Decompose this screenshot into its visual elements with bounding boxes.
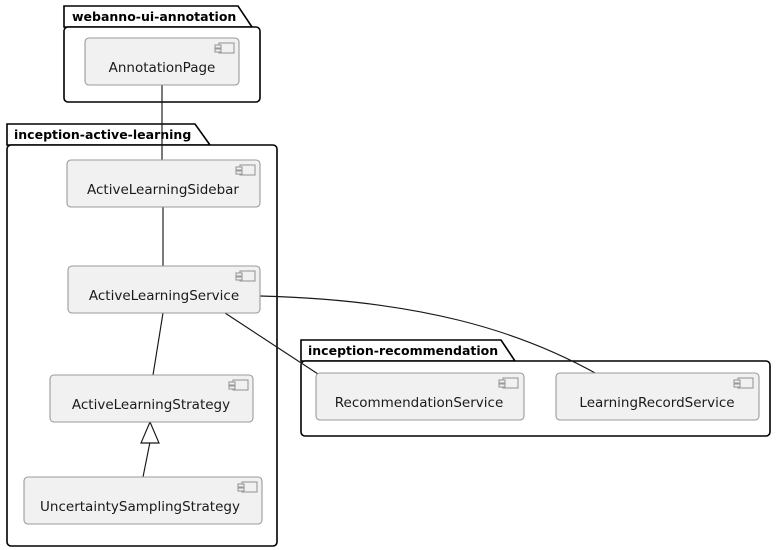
generalization-arrowhead [140,420,160,444]
component-stereotype-icon [214,42,235,54]
component-stereotype-icon [228,379,249,391]
component-box [23,476,263,525]
component-label: ActiveLearningSidebar [87,182,239,198]
package-label: inception-recommendation [308,343,498,358]
component-stereotype-icon [237,481,258,493]
component-box [315,372,525,421]
component-learning-record-service[interactable]: LearningRecordService [555,372,760,421]
edge-layer [140,85,598,478]
component-active-learning-strategy[interactable]: ActiveLearningStrategy [49,374,254,423]
component-box [555,372,760,421]
edge-service-to-strategy [152,312,164,376]
component-label: UncertaintySamplingStrategy [40,499,240,515]
edge-service-to-learning-record-service [259,295,598,375]
component-label: ActiveLearningService [89,288,239,304]
component-box [67,265,261,314]
edge-uncertainty-extends-strategy [142,441,151,478]
component-uncertainty-sampling-strategy[interactable]: UncertaintySamplingStrategy [23,476,263,525]
edge-service-to-recommendation-service [224,312,319,375]
component-active-learning-service[interactable]: ActiveLearningService [67,265,261,314]
component-stereotype-icon [733,377,754,389]
package-body [6,144,278,547]
component-box [66,159,261,208]
component-recommendation-service[interactable]: RecommendationService [315,372,525,421]
package-inception-active-learning[interactable]: inception-active-learning [6,123,278,547]
package-label: webanno-ui-annotation [72,9,236,24]
component-label: LearningRecordService [579,395,734,411]
component-annotation-page[interactable]: AnnotationPage [84,37,240,86]
component-label: RecommendationService [335,395,504,411]
package-label: inception-active-learning [14,127,191,142]
component-label: ActiveLearningStrategy [72,397,230,413]
component-stereotype-icon [235,164,256,176]
component-stereotype-icon [235,270,256,282]
component-stereotype-icon [498,377,519,389]
component-box [49,374,254,423]
component-box [84,37,240,86]
component-active-learning-sidebar[interactable]: ActiveLearningSidebar [66,159,261,208]
component-label: AnnotationPage [109,60,216,76]
